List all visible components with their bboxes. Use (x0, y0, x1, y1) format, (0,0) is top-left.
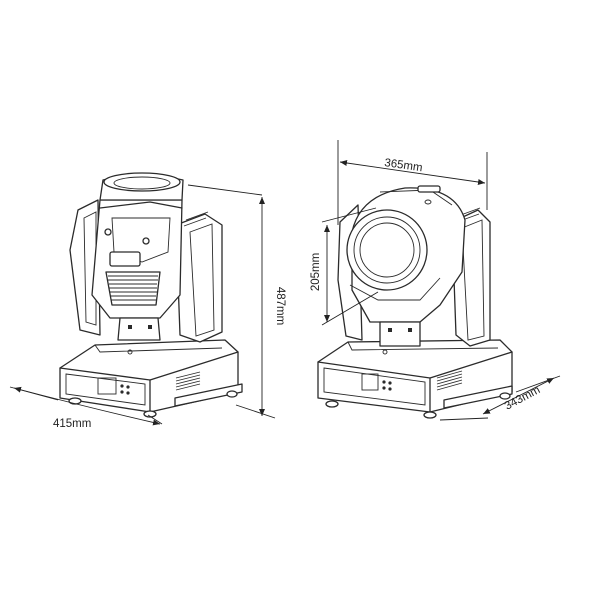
front-width-dimension (9, 386, 163, 426)
front-height-label: 487mm (274, 287, 286, 325)
side-lens (346, 209, 428, 291)
side-width-dimension (337, 140, 488, 225)
front-base-vents (175, 371, 201, 391)
side-base-vents (436, 370, 463, 391)
side-lens-dimension (321, 207, 379, 326)
front-height-dimension (187, 184, 276, 419)
front-width-label: 415mm (53, 418, 91, 430)
side-view-fixture (317, 185, 513, 419)
side-width-label: 365mm (384, 157, 424, 174)
front-head-vents (105, 271, 161, 306)
side-depth-dimension (439, 375, 561, 421)
front-view-fixture (59, 172, 243, 418)
side-lens-label: 205mm (310, 253, 322, 291)
side-display-window (361, 373, 379, 391)
